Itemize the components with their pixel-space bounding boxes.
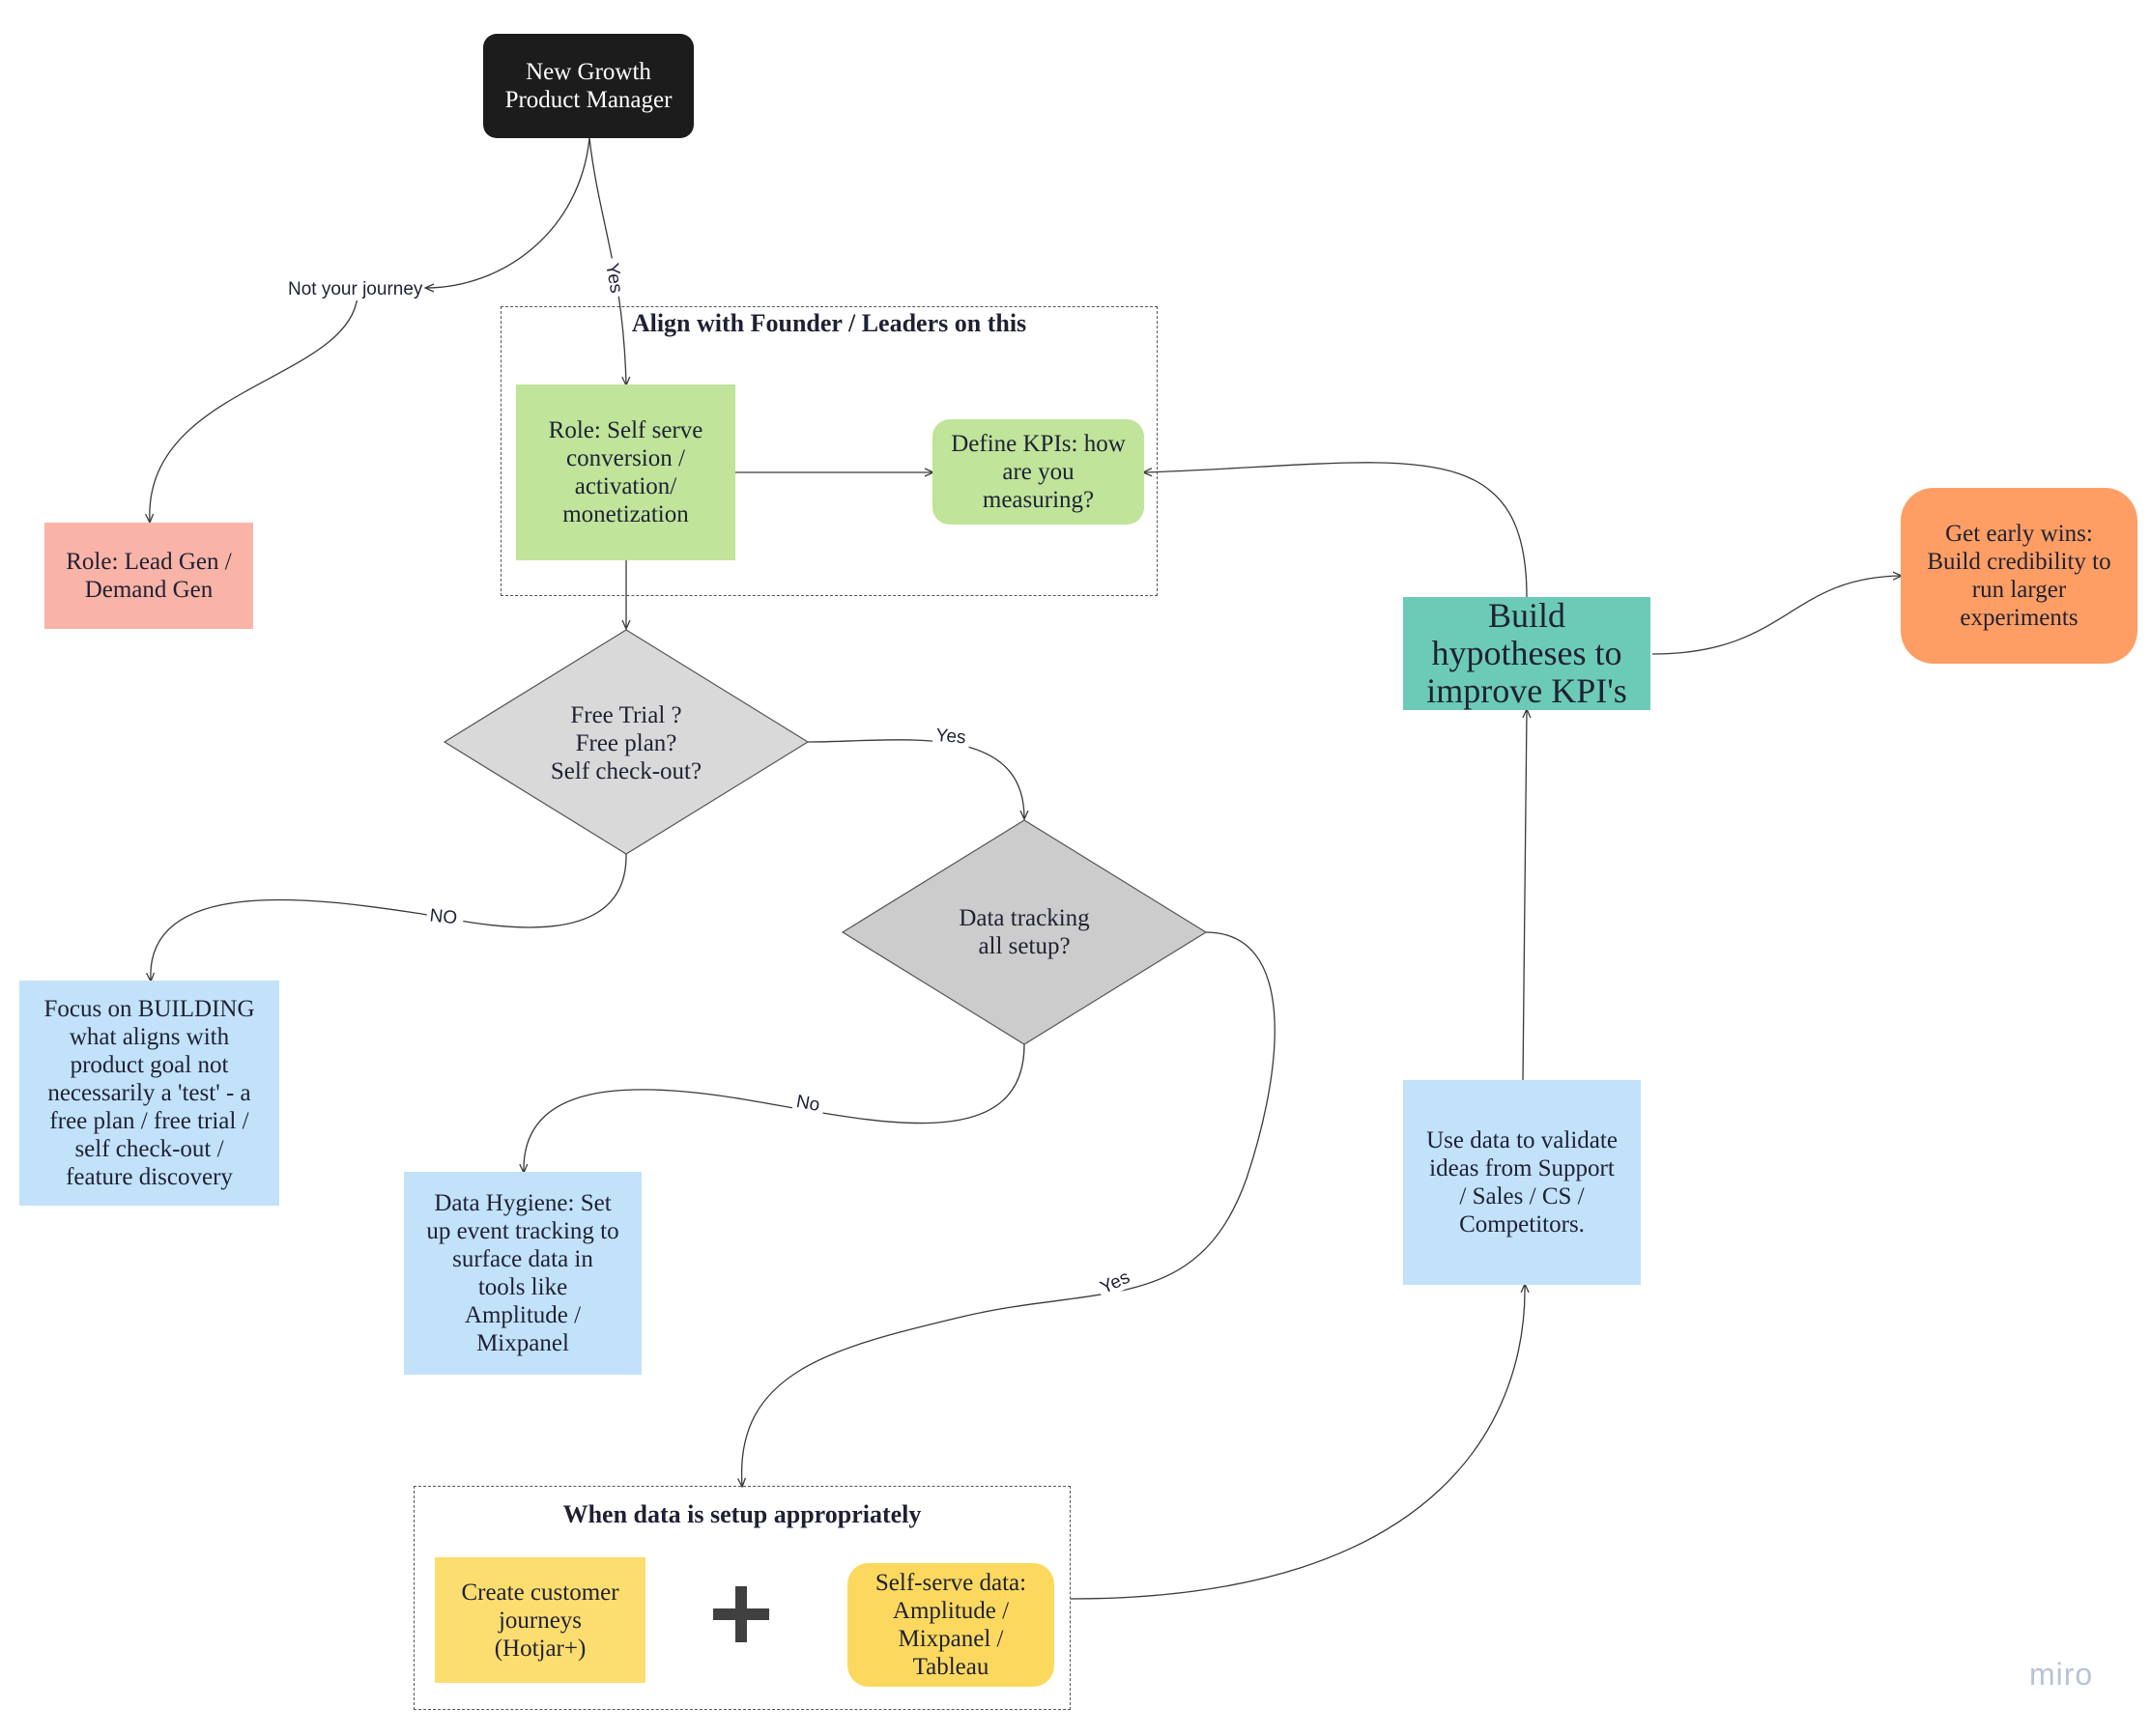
edge-start-to-not-your-journey — [426, 137, 590, 288]
edge-free-trial-no — [151, 853, 627, 981]
label-bg-yes-free-trial — [932, 724, 971, 749]
node-build-hypotheses[interactable]: Build hypotheses to improve KPI's — [1403, 597, 1650, 710]
label-bg-yes-top — [601, 256, 629, 299]
plus-icon — [713, 1586, 769, 1642]
node-new-growth-pm[interactable]: New Growth Product Manager — [483, 34, 694, 138]
label-no-free-trial: NO — [429, 905, 459, 928]
node-define-kpis[interactable]: Define KPIs: how are you measuring? — [932, 419, 1144, 525]
node-free-trial-text[interactable]: Free Trial ? Free plan? Self check-out? — [550, 701, 702, 784]
node-data-hygiene[interactable]: Data Hygiene: Set up event tracking to s… — [404, 1172, 642, 1375]
label-yes-free-trial: Yes — [935, 726, 967, 749]
label-no-tracking: No — [794, 1092, 821, 1116]
node-early-wins[interactable]: Get early wins: Build credibility to run… — [1901, 488, 2137, 664]
edge-hypotheses-to-early-wins — [1651, 576, 1901, 655]
edge-data-tracking-yes — [742, 931, 1276, 1486]
miro-watermark: miro — [2029, 1657, 2094, 1692]
frame-title-data-setup: When data is setup appropriately — [562, 1500, 922, 1528]
node-lead-gen[interactable]: Role: Lead Gen / Demand Gen — [44, 523, 253, 629]
edge-data-to-use-data — [1070, 1285, 1525, 1600]
node-self-serve-role[interactable]: Role: Self serve conversion / activation… — [516, 384, 735, 560]
label-not-your-journey: Not your journey — [288, 279, 423, 299]
node-customer-journeys[interactable]: Create customer journeys (Hotjar+) — [435, 1557, 645, 1683]
label-bg-no-free-trial — [425, 904, 465, 929]
label-bg-not-your-journey — [286, 275, 423, 300]
edge-start-to-self-serve — [588, 137, 626, 384]
label-yes-top: Yes — [601, 262, 626, 295]
label-bg-no-tracking — [791, 1090, 826, 1117]
edge-hypotheses-to-kpis — [1144, 462, 1528, 598]
edge-use-data-to-hypotheses — [1523, 710, 1527, 1081]
edge-data-tracking-no — [524, 1043, 1025, 1172]
node-self-serve-data[interactable]: Self-serve data: Amplitude / Mixpanel / … — [847, 1563, 1054, 1687]
edge-not-your-journey-to-lead-gen — [150, 296, 358, 522]
label-bg-yes-tracking — [1094, 1265, 1137, 1300]
edge-free-trial-yes — [807, 739, 1024, 818]
frame-align-founder: Align with Founder / Leaders on this — [501, 306, 1158, 596]
node-data-tracking-text[interactable]: Data tracking all setup? — [959, 905, 1090, 959]
node-use-data[interactable]: Use data to validate ideas from Support … — [1403, 1080, 1641, 1285]
frame-title-align-founder: Align with Founder / Leaders on this — [631, 309, 1027, 337]
node-focus-building[interactable]: Focus on BUILDING what aligns with produ… — [19, 981, 279, 1206]
